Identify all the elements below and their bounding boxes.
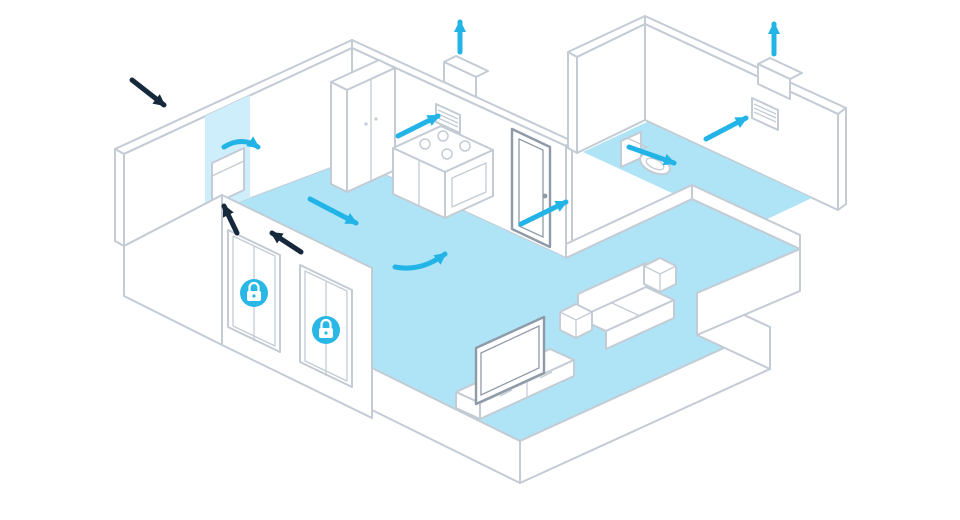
duct-front (443, 61, 477, 98)
counter-front (444, 149, 494, 219)
toilet-tank-top (620, 137, 648, 151)
window-inner-frame (304, 270, 348, 382)
stove-burner (441, 148, 453, 160)
cabinet-handle (374, 117, 378, 121)
tv-screen-inner (480, 324, 540, 397)
wall-end-cap (837, 107, 847, 211)
lock-icon (312, 316, 340, 344)
stove-burner (459, 140, 471, 152)
exhaust-duct-kitchen (443, 55, 489, 98)
flow-arrow-icon (395, 113, 441, 139)
sofa-armrest-edges (643, 265, 677, 292)
flow-arrow-icon (307, 196, 359, 226)
window-right (299, 264, 353, 388)
air-inlet-box (211, 147, 245, 206)
cabinet-side (330, 81, 348, 193)
living-room-floor (124, 160, 800, 441)
door-handle (542, 193, 548, 199)
vent-grille-bathroom (751, 97, 779, 131)
airflow-arrows (129, 19, 780, 271)
intake-arrow-icon (129, 77, 167, 108)
door-panel (510, 127, 552, 249)
oven-door (451, 162, 487, 208)
intake-arrow-icon (269, 230, 304, 255)
sofa-seat-front (605, 299, 675, 350)
sofa-armrest-edges (559, 311, 593, 338)
window-inner-frame (232, 235, 276, 347)
lock-shackle (248, 281, 260, 293)
wall-air-inlet (211, 147, 245, 206)
flow-arrow-icon (221, 136, 261, 150)
flow-arrow-icon (626, 144, 677, 166)
lock-keyhole (252, 294, 256, 298)
flow-arrow-icon (392, 251, 448, 271)
lock-icon (240, 279, 268, 307)
cabinet-handle (364, 122, 368, 126)
stove-burner (437, 130, 449, 142)
lock-keyhole (324, 331, 328, 335)
stand-handles (499, 371, 553, 397)
kitchen-tall-cabinet (330, 59, 396, 193)
interior-door (510, 127, 552, 249)
lock-shackle (320, 318, 332, 330)
window-left (227, 229, 281, 353)
stove-burner (419, 138, 431, 150)
air-inlet-flap-line (211, 160, 245, 177)
door-inner-panel (518, 137, 544, 239)
flow-arrow-icon (703, 115, 749, 142)
sofa (559, 257, 677, 350)
flow-arrow-icon (518, 199, 569, 227)
wall-end-cap (567, 51, 578, 154)
base-slab (696, 248, 801, 336)
sofa-cushion-split (611, 302, 641, 317)
tv-screen (474, 315, 546, 406)
wall-end-cap (114, 148, 125, 247)
exhaust-duct-bathroom (757, 57, 803, 100)
duct-front (757, 63, 791, 100)
wall-end-cap (565, 140, 573, 259)
stove-counter (392, 125, 494, 219)
toilet-seat (645, 157, 665, 171)
tv (474, 315, 546, 406)
vent-slats (437, 109, 459, 128)
vent-slats (753, 103, 777, 123)
intake-arrow-icon (221, 203, 240, 236)
